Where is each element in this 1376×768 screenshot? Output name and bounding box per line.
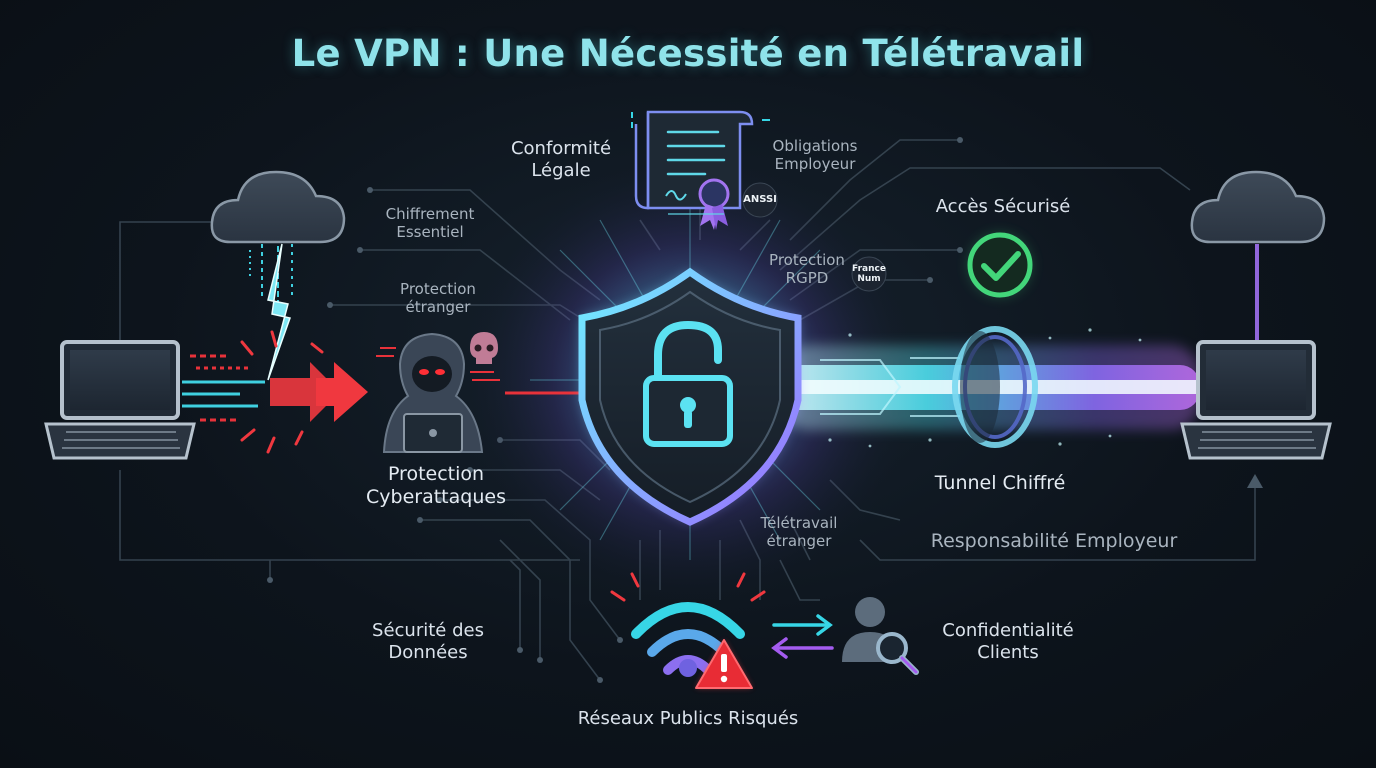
certificate-icon: [634, 110, 754, 230]
lightning-icon: [267, 243, 291, 381]
return-arrow-icon: [1247, 474, 1263, 488]
cloud-icon: [210, 170, 346, 244]
check-icon: [967, 232, 1033, 298]
skull-icon: [470, 332, 498, 364]
attack-arrow-icon: [270, 362, 368, 422]
france-num-badge: [851, 256, 887, 292]
circuit-nodes: [267, 137, 963, 683]
label-acces: Accès Sécurisé: [935, 196, 1071, 217]
impact-sparks: [240, 330, 324, 454]
user-search-icon: [842, 597, 919, 675]
page-title: Le VPN : Une Nécessité en Télétravail: [291, 32, 1085, 75]
laptop-icon: [44, 340, 196, 460]
label-responsabilite: Responsabilité Employeur: [930, 530, 1178, 552]
shield-lock-icon: [578, 267, 802, 526]
wifi-warning-icon: [610, 572, 766, 689]
encrypted-tunnel: [780, 326, 1200, 448]
data-stream: [249, 244, 293, 310]
laptop-link-lines: [182, 354, 265, 422]
hacker-icon: [376, 332, 500, 453]
anssi-badge-label: ANSSI: [743, 194, 777, 205]
exchange-arrows-icon: [771, 614, 834, 659]
anssi-badge: [742, 182, 778, 218]
laptop-icon-right: [1180, 340, 1332, 460]
label-tunnel: Tunnel Chiffré: [934, 472, 1066, 494]
cloud-icon-right: [1190, 170, 1326, 244]
label-reseaux-publics: Réseaux Publics Risqués: [577, 708, 799, 729]
decor-bars: [631, 112, 770, 128]
